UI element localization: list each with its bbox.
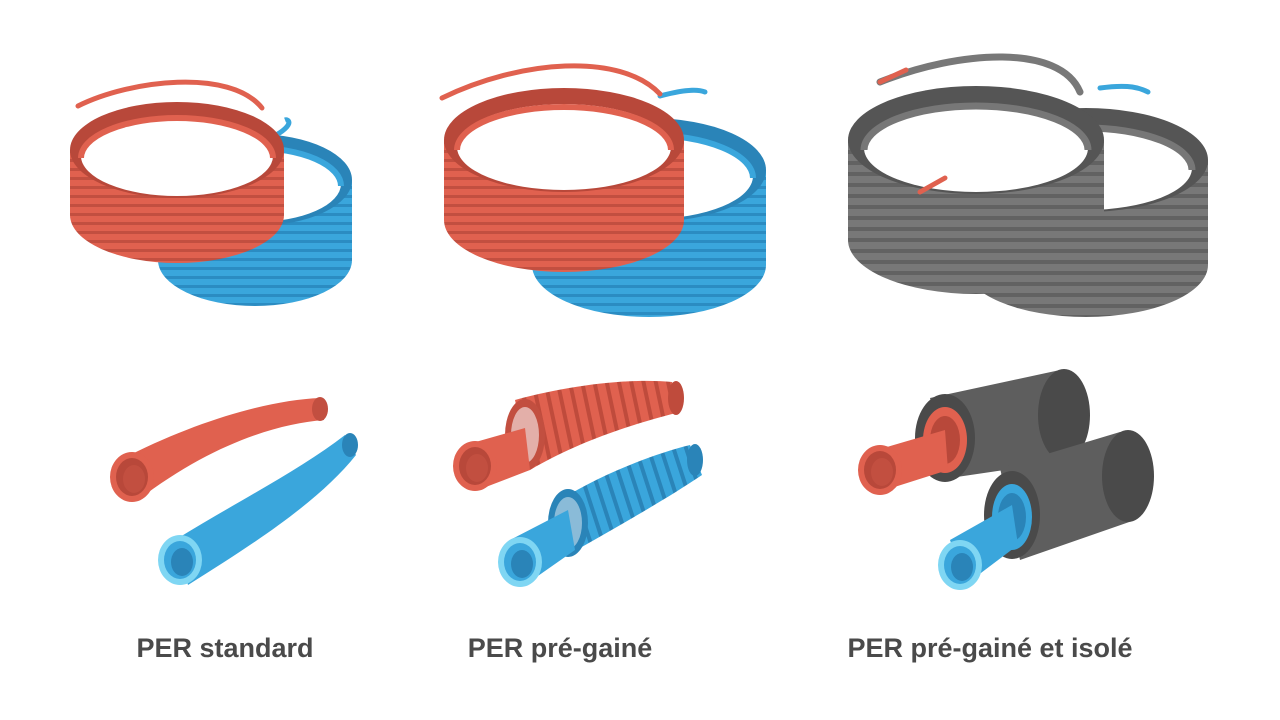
blue-pipe <box>158 433 358 585</box>
red-coil <box>70 79 284 263</box>
standard-coils-icon <box>70 79 352 306</box>
isole-pipe-segments-icon <box>858 369 1154 590</box>
standard-pipe-segments-icon <box>110 397 358 585</box>
isole-coils-icon <box>848 53 1208 317</box>
pregaine-coils-icon <box>439 63 766 317</box>
label-per-pre-gaine-isole: PER pré-gainé et isolé <box>847 633 1133 663</box>
blue-sheathed-pipe <box>498 444 703 587</box>
grey-coil-left <box>848 53 1104 294</box>
red-pipe <box>110 397 328 502</box>
label-per-standard: PER standard <box>136 633 314 663</box>
pregaine-pipe-segments-icon <box>453 380 703 587</box>
red-coil <box>439 63 684 272</box>
label-per-pre-gaine: PER pré-gainé <box>467 633 653 663</box>
blue-insulated-pipe <box>938 430 1154 590</box>
red-sheathed-pipe <box>453 380 684 491</box>
red-insulated-pipe <box>858 369 1090 495</box>
